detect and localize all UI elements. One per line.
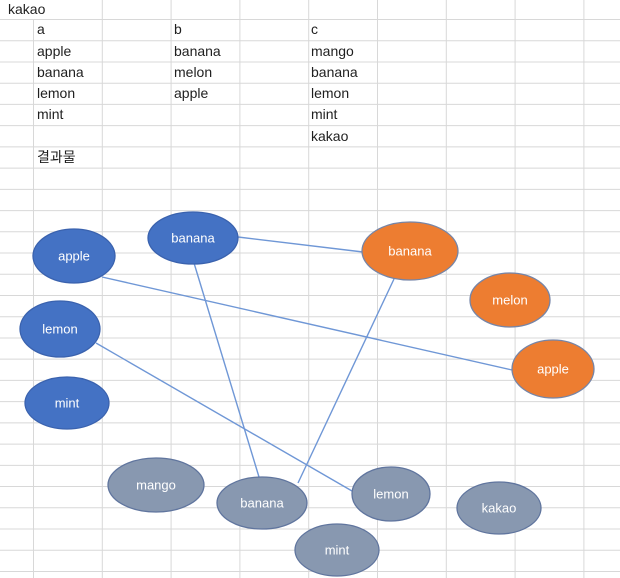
cell-c-item-3[interactable]: mint: [311, 106, 338, 122]
diagram-edge-a-banana-c-banana[interactable]: [193, 262, 260, 478]
diagram-node-label-c-banana: banana: [240, 496, 284, 511]
diagram-node-a-lemon[interactable]: [19, 300, 101, 358]
diagram-node-c-mango[interactable]: [107, 457, 205, 513]
diagram-node-a-apple[interactable]: [32, 228, 116, 284]
diagram-node-label-c-mint: mint: [325, 543, 350, 558]
diagram-node-label-a-mint: mint: [55, 396, 80, 411]
cell-header-c[interactable]: c: [311, 21, 318, 37]
diagram-node-a-banana[interactable]: [147, 211, 239, 265]
cell-a1-title[interactable]: kakao: [8, 1, 46, 17]
cell-result-label[interactable]: 결과물: [37, 149, 76, 165]
diagram-node-label-c-kakao: kakao: [482, 501, 517, 516]
diagram-node-c-mint[interactable]: [294, 523, 380, 577]
diagram-node-label-b-melon: melon: [492, 293, 527, 308]
cell-a-item-0[interactable]: apple: [37, 43, 72, 59]
diagram-node-label-a-lemon: lemon: [42, 322, 77, 337]
cell-b-item-1[interactable]: melon: [174, 64, 213, 80]
cell-b-item-2[interactable]: apple: [174, 85, 209, 101]
diagram-edge-b-banana-c-banana[interactable]: [297, 278, 395, 484]
cell-c-item-0[interactable]: mango: [311, 43, 354, 59]
cell-header-b[interactable]: b: [174, 21, 182, 37]
cell-c-item-2[interactable]: lemon: [311, 85, 350, 101]
diagram-node-label-a-apple: apple: [58, 249, 90, 264]
cell-c-item-4[interactable]: kakao: [311, 128, 349, 144]
diagram-node-label-a-banana: banana: [171, 231, 215, 246]
diagram-edge-a-apple-b-apple[interactable]: [101, 276, 513, 371]
cell-a-item-2[interactable]: lemon: [37, 85, 76, 101]
diagram-node-c-lemon[interactable]: [351, 466, 431, 522]
diagram-node-b-apple[interactable]: [511, 339, 595, 399]
cell-header-a[interactable]: a: [37, 21, 45, 37]
diagram-node-b-banana[interactable]: [361, 221, 459, 281]
diagram-edge-a-banana-b-banana[interactable]: [237, 236, 364, 253]
diagram-node-b-melon[interactable]: [469, 272, 551, 328]
cell-b-item-0[interactable]: banana: [174, 43, 221, 59]
diagram-node-label-b-apple: apple: [537, 362, 569, 377]
diagram-node-c-kakao[interactable]: [456, 481, 542, 535]
cell-a-item-1[interactable]: banana: [37, 64, 84, 80]
diagram-node-a-mint[interactable]: [24, 376, 110, 430]
diagram-node-label-c-lemon: lemon: [373, 487, 408, 502]
diagram-node-c-banana[interactable]: [216, 476, 308, 530]
cell-a-item-3[interactable]: mint: [37, 106, 64, 122]
diagram-node-label-c-mango: mango: [136, 478, 176, 493]
diagram-node-label-b-banana: banana: [388, 244, 432, 259]
cell-c-item-1[interactable]: banana: [311, 64, 358, 80]
diagram-edge-a-lemon-c-lemon[interactable]: [95, 342, 353, 492]
